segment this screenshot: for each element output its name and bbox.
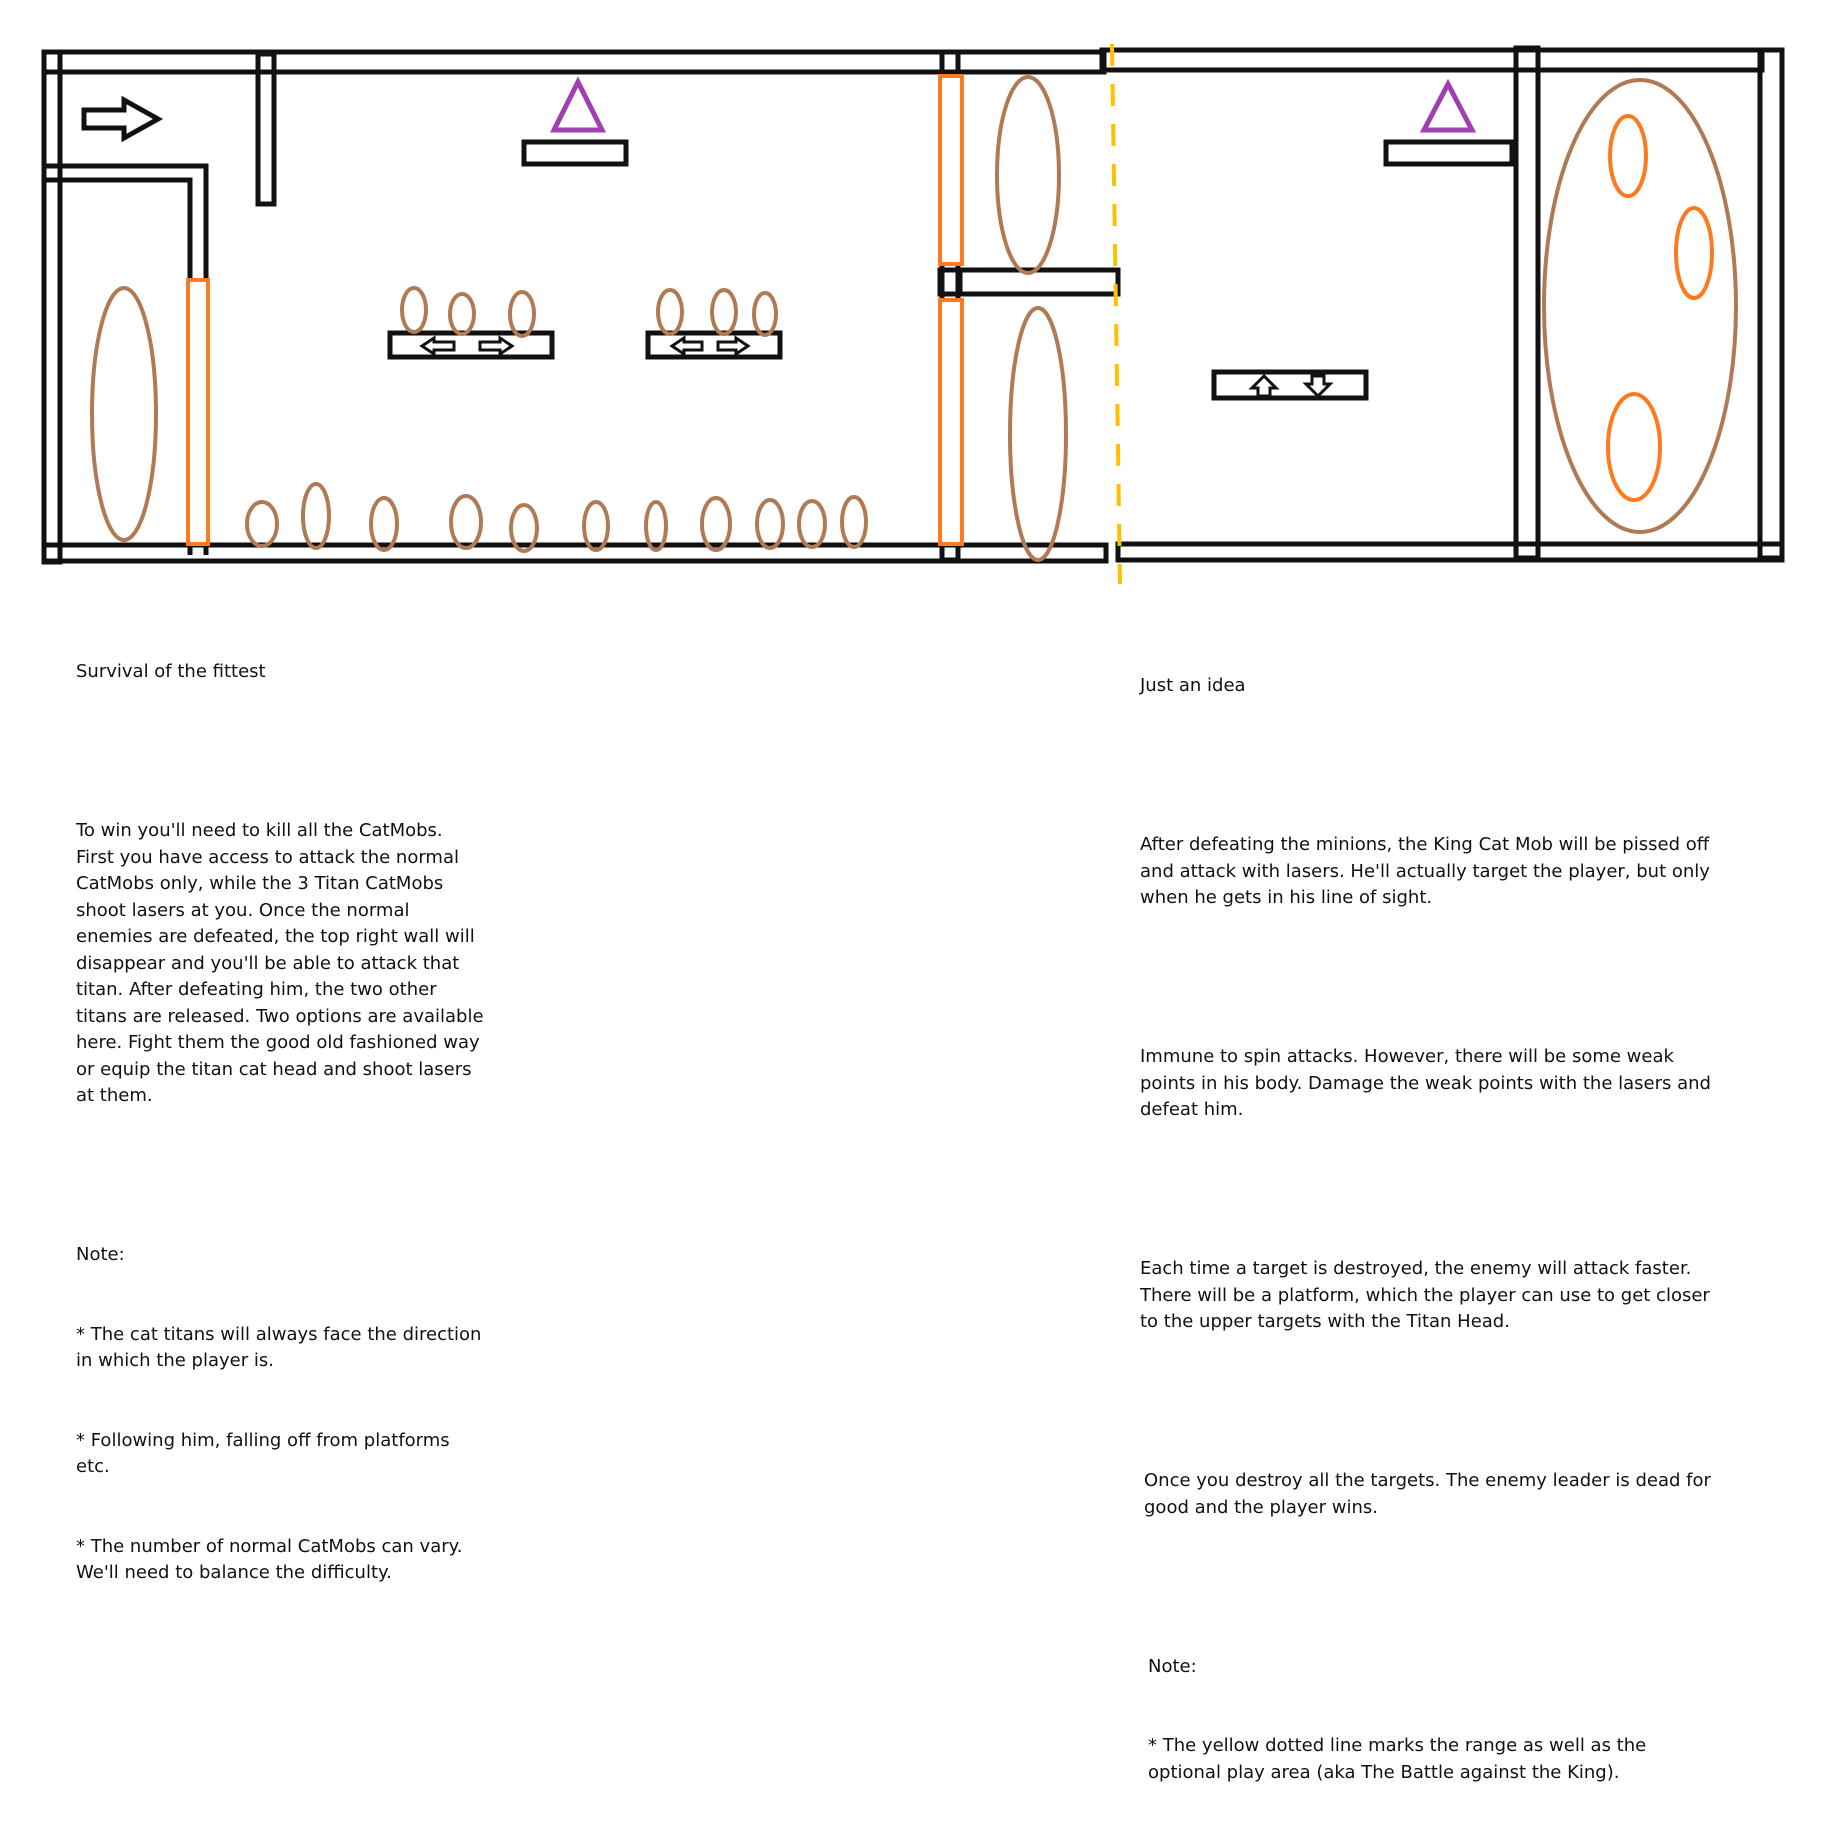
start-ledge xyxy=(44,163,209,555)
left-notes: Survival of the fittest To win you'll ne… xyxy=(76,606,496,1640)
titan-left xyxy=(90,286,158,542)
moving-platform-2 xyxy=(645,330,783,360)
cat-mob xyxy=(797,499,827,549)
weak-points xyxy=(1606,114,1714,502)
cat-mob xyxy=(710,288,738,336)
cat-mob xyxy=(448,292,476,336)
titan-bottom-right xyxy=(1008,306,1068,562)
king-cat-mob xyxy=(1542,78,1738,534)
orange-wall-start xyxy=(186,278,210,546)
king-chamber-wall xyxy=(1513,45,1541,561)
middle-ledge-inner xyxy=(937,267,963,297)
triangle-icon xyxy=(549,76,607,133)
cat-mob xyxy=(508,290,536,338)
titans xyxy=(90,75,1738,562)
triangle-icon xyxy=(1419,78,1477,133)
right-note-heading: Note: xyxy=(1148,1655,1197,1677)
top-wall-right xyxy=(1099,47,1765,73)
right-wall xyxy=(1757,47,1785,561)
cat-mob xyxy=(644,500,668,552)
bottom-wall-right xyxy=(1115,541,1785,563)
cat-mob xyxy=(301,482,331,550)
cat-mob xyxy=(369,496,399,552)
weak-point xyxy=(1606,392,1662,502)
titan-top-right xyxy=(995,75,1061,275)
cat-mobs xyxy=(245,286,868,553)
outer-walls xyxy=(41,45,1785,565)
level-design-sketch: Survival of the fittest To win you'll ne… xyxy=(41,43,1785,1783)
cat-mob xyxy=(700,496,732,552)
left-note-item-3: * The number of normal CatMobs can vary.… xyxy=(76,1535,463,1584)
orange-wall-top-right xyxy=(938,74,964,266)
left-right-arrows-icon xyxy=(419,335,515,357)
top-wall-left xyxy=(41,49,1107,75)
right-paragraph-1: After defeating the minions, the King Ca… xyxy=(1140,834,1710,908)
cat-mob xyxy=(656,288,684,336)
platform-arrows xyxy=(419,335,1334,399)
moving-platform-1 xyxy=(387,330,555,360)
cat-mob xyxy=(582,500,610,552)
right-paragraph-2: Immune to spin attacks. However, there w… xyxy=(1140,1046,1711,1120)
goal-platform-right xyxy=(1383,139,1515,167)
level-map xyxy=(41,43,1785,585)
goals xyxy=(549,76,1477,133)
arrow-right-icon xyxy=(81,95,164,143)
right-notes: Just an idea After defeating the minions… xyxy=(1140,620,1760,1839)
right-paragraph-3: Each time a target is destroyed, the ene… xyxy=(1140,1258,1710,1332)
cat-mob xyxy=(400,286,428,334)
cat-mob xyxy=(755,498,785,550)
goal-platform-left xyxy=(521,139,629,167)
left-note-item-2: * Following him, falling off from platfo… xyxy=(76,1429,450,1478)
elevator-platform xyxy=(1211,369,1369,401)
left-right-arrows-icon xyxy=(669,335,751,357)
right-paragraph-4: Once you destroy all the targets. The en… xyxy=(1144,1470,1711,1518)
removable-walls xyxy=(186,74,964,546)
left-note-item-1: * The cat titans will always face the di… xyxy=(76,1323,482,1372)
cat-mob xyxy=(449,494,483,550)
range-line xyxy=(1110,43,1122,585)
left-notes-body: To win you'll need to kill all the CatMo… xyxy=(76,820,484,1106)
cat-mob xyxy=(752,291,778,337)
cat-mob xyxy=(840,495,868,549)
cat-mob xyxy=(245,500,279,548)
orange-wall-bottom-right xyxy=(938,298,964,546)
left-note-heading: Note: xyxy=(76,1244,125,1265)
top-pillar xyxy=(255,51,277,207)
weak-point xyxy=(1608,114,1648,198)
left-notes-title: Survival of the fittest xyxy=(76,661,266,682)
right-note-item: * The yellow dotted line marks the range… xyxy=(1148,1735,1647,1783)
platforms xyxy=(387,139,1515,401)
up-down-arrows-icon xyxy=(1248,373,1334,399)
left-wall xyxy=(41,49,63,565)
cat-mob xyxy=(509,503,539,553)
right-notes-title: Just an idea xyxy=(1140,675,1246,696)
weak-point xyxy=(1674,206,1714,300)
